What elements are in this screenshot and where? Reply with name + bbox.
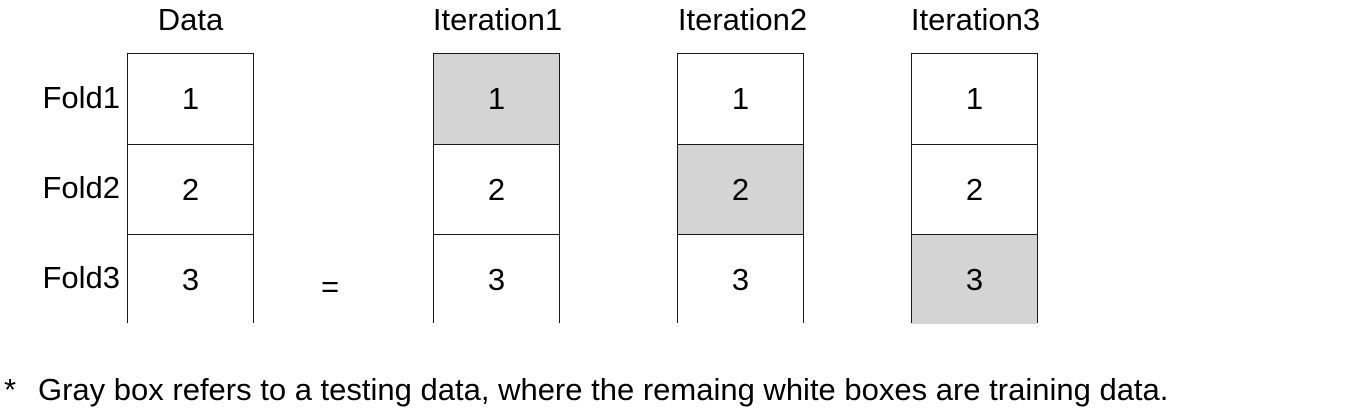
column-title-iteration2: Iteration2 [677,2,808,37]
iteration1-column: 1 2 3 [433,53,560,324]
fold-cell: 3 [912,234,1037,324]
fold-cell: 2 [678,144,803,234]
equals-sign: = [320,269,340,304]
fold-cell: 1 [434,54,559,144]
iteration2-column: 1 2 3 [677,53,804,324]
row-label-fold3: Fold3 [42,260,120,295]
column-title-iteration3: Iteration3 [910,2,1041,37]
fold-cell: 1 [128,54,253,144]
fold-cell: 3 [128,234,253,324]
fold-cell: 2 [128,144,253,234]
fold-cell: 1 [912,54,1037,144]
iteration3-column: 1 2 3 [911,53,1038,324]
fold-cell: 1 [678,54,803,144]
fold-cell: 2 [434,144,559,234]
footnote-text: Gray box refers to a testing data, where… [38,372,1169,407]
fold-cell: 3 [434,234,559,324]
row-label-fold2: Fold2 [42,170,120,205]
data-column: 1 2 3 [127,53,254,324]
fold-cell: 3 [678,234,803,324]
footnote-marker: * [4,372,17,407]
column-title-iteration1: Iteration1 [432,2,563,37]
fold-cell: 2 [912,144,1037,234]
footnote: * Gray box refers to a testing data, wher… [4,368,1168,412]
row-label-fold1: Fold1 [42,80,120,115]
column-title-data: Data [157,2,224,37]
